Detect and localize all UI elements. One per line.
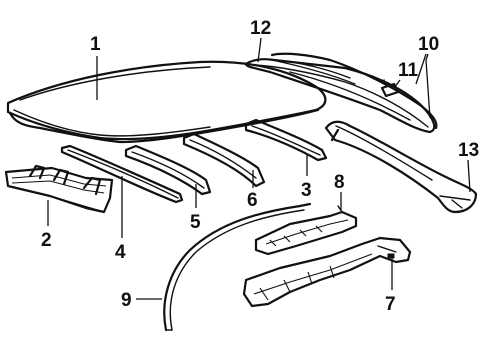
glass-clip: [380, 79, 400, 98]
leader-11: [393, 79, 401, 89]
callout-13: 13: [458, 140, 479, 161]
roof-bow-3: [244, 118, 328, 162]
callout-9: 9: [121, 290, 132, 311]
leader-lines: [47, 37, 471, 300]
leader-13: [467, 159, 471, 193]
callout-11: 11: [398, 60, 419, 81]
leader-12: [257, 37, 262, 63]
rear-roof-rail-panel: [242, 236, 412, 308]
callout-7: 7: [385, 294, 396, 315]
callout-12: 12: [250, 18, 271, 39]
callout-6: 6: [247, 190, 258, 211]
callout-3: 3: [301, 180, 312, 201]
roof-weatherstrip: [163, 202, 312, 332]
callout-2: 2: [41, 230, 52, 251]
callout-labels: 1 2 3 4 5 6 7 8 9 10 11 12 13: [41, 18, 479, 315]
rear-glass-assembly: [244, 52, 438, 134]
leader-10a: [415, 53, 427, 85]
roof-bow-5: [124, 144, 212, 196]
roof-panel: [6, 60, 327, 144]
rear-extension-panel: [324, 120, 478, 214]
callout-5: 5: [190, 212, 201, 233]
front-header-panel: [4, 164, 114, 214]
callout-8: 8: [334, 172, 345, 193]
callout-10: 10: [418, 34, 439, 55]
callout-1: 1: [90, 34, 101, 55]
roof-bow-4: [60, 144, 184, 204]
rear-header-panel: [254, 205, 358, 256]
roof-bow-6: [182, 132, 266, 188]
callout-4: 4: [115, 242, 126, 263]
leader-10b: [425, 53, 431, 119]
